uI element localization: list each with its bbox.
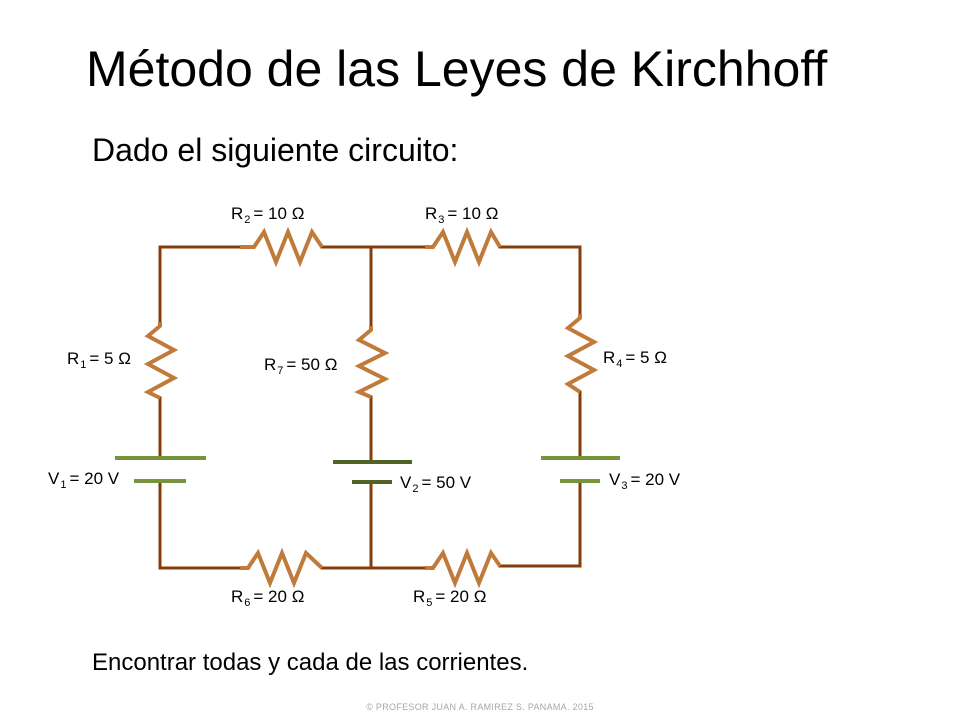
task-text: Encontrar todas y cada de las corrientes… (92, 649, 529, 676)
label-r3: R3= 10 Ω (425, 204, 499, 226)
batteries (115, 456, 620, 484)
resistor-r3 (425, 226, 502, 268)
label-r4: R4= 5 Ω (603, 348, 667, 370)
label-v3: V3= 20 V (609, 470, 681, 492)
label-r5: R5= 20 Ω (413, 587, 487, 609)
label-v2: V2= 50 V (400, 473, 472, 495)
label-r7: R7= 50 Ω (264, 355, 338, 377)
resistor-r7 (354, 326, 390, 399)
slide-subtitle: Dado el siguiente circuito: (92, 132, 459, 168)
footer-copyright: © PROFESOR JUAN A. RAMIREZ S. PANAMA. 20… (366, 702, 594, 712)
resistor-r5 (425, 547, 502, 589)
label-r2: R2= 10 Ω (231, 204, 305, 226)
resistors (143, 226, 599, 589)
wires (158, 245, 582, 570)
slide-title: Método de las Leyes de Kirchhoff (86, 41, 828, 97)
resistor-r2 (240, 226, 324, 268)
label-r1: R1= 5 Ω (67, 349, 131, 371)
resistor-r1 (143, 322, 179, 400)
resistor-r6 (240, 547, 324, 589)
label-r6: R6= 20 Ω (231, 587, 305, 609)
label-v1: V1= 20 V (48, 469, 120, 491)
resistor-r4 (563, 314, 599, 394)
